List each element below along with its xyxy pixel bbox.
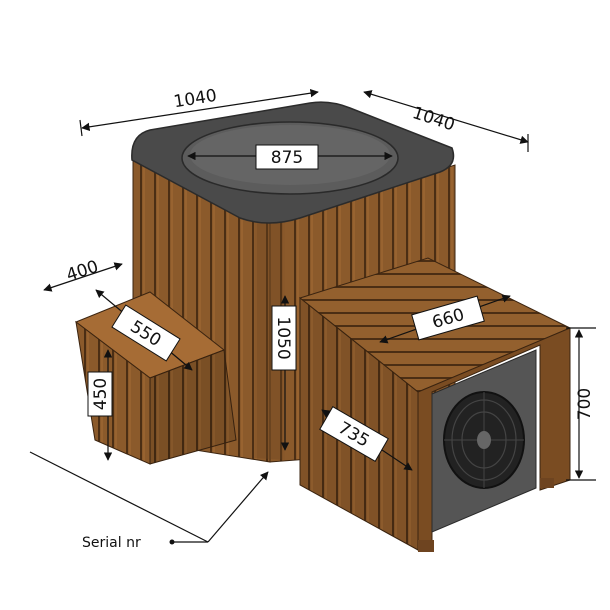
dim-tub-height-box: 1050: [271, 305, 297, 371]
dim-step-width: 400: [64, 257, 101, 286]
heat-pump-cabinet: [298, 257, 572, 552]
serial-number-dot: [169, 539, 175, 545]
dim-cabinet-height: 700: [575, 388, 595, 420]
fan-icon: [443, 391, 525, 489]
dim-step-height-box: 450: [87, 371, 113, 417]
dim-width-right: 1040: [410, 103, 457, 135]
dim-step-height: 450: [91, 378, 111, 410]
serial-number-label: Serial nr: [82, 535, 141, 551]
dim-cabinet-depth-box: 660: [411, 295, 485, 341]
dim-opening: 875: [271, 148, 303, 168]
dim-opening-box: 875: [255, 144, 319, 170]
dim-tub-height: 1050: [273, 316, 293, 359]
